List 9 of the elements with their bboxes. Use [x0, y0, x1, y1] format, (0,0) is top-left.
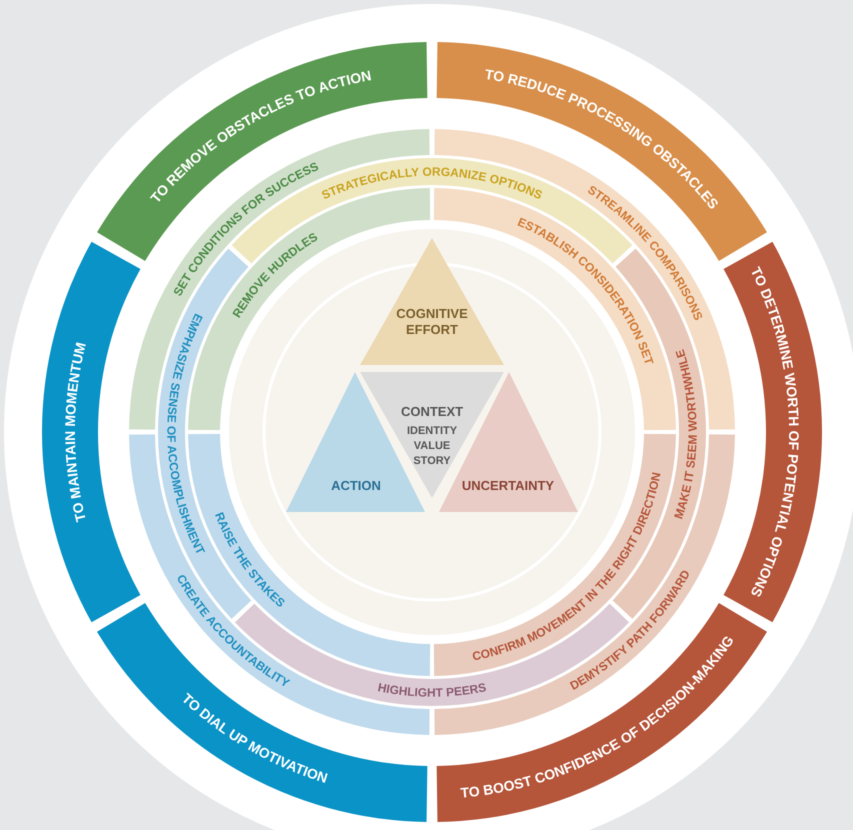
ring-segment [724, 242, 822, 622]
triangle-sublabel: IDENTITY VALUE STORY [406, 425, 458, 467]
ring-segment [42, 242, 140, 622]
triangle-label: COGNITIVE EFFORT [396, 306, 468, 337]
triangle-label: UNCERTAINTY [462, 478, 554, 493]
triangle-segment [360, 238, 504, 365]
arc-label: HIGHLIGHT PEERS [376, 680, 488, 700]
triangle-label: CONTEXT [400, 404, 464, 419]
triangle-label: ACTION [331, 478, 381, 493]
